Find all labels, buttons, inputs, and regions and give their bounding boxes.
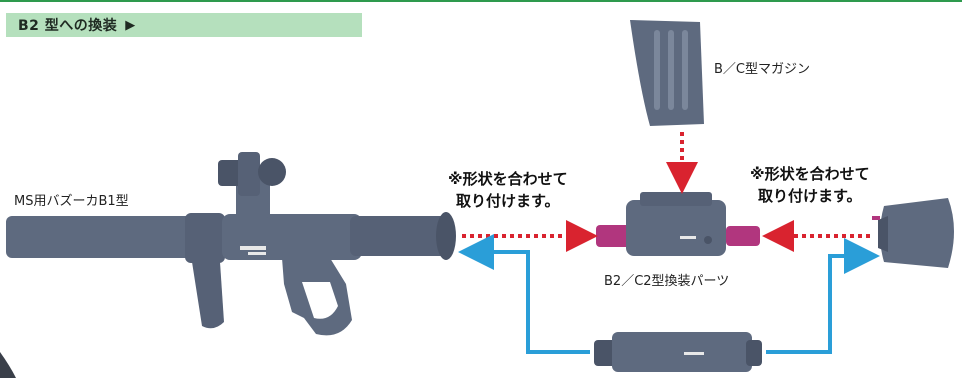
- flow-line-icon: [766, 238, 880, 354]
- magazine-label: B／C型マガジン: [714, 62, 810, 77]
- bottom-barrel-image: [594, 332, 762, 372]
- bazooka-b1-image: [6, 152, 456, 336]
- conversion-part-image: [596, 192, 760, 256]
- note-left-line2: 取り付けます。: [456, 192, 560, 210]
- note-right: ※形状を合わせて 取り付けます。: [750, 163, 870, 207]
- nozzle-image: [872, 198, 954, 268]
- note-left-line1: ※形状を合わせて: [448, 170, 568, 188]
- section-title: B2 型への換装: [18, 18, 118, 34]
- section-header: B2 型への換装 ▶: [6, 13, 362, 37]
- play-triangle-icon: ▶: [125, 17, 136, 33]
- note-right-line2: 取り付けます。: [758, 187, 862, 205]
- magazine-image: [630, 20, 704, 126]
- note-right-line1: ※形状を合わせて: [750, 165, 870, 183]
- flow-line-icon: [458, 234, 590, 354]
- bazooka-label: MS用バズーカB1型: [14, 194, 129, 209]
- note-left: ※形状を合わせて 取り付けます。: [448, 168, 568, 212]
- top-rule: [0, 0, 962, 2]
- conversion-parts-label: B2／C2型換装パーツ: [604, 274, 730, 289]
- corner-shadow: [0, 352, 16, 378]
